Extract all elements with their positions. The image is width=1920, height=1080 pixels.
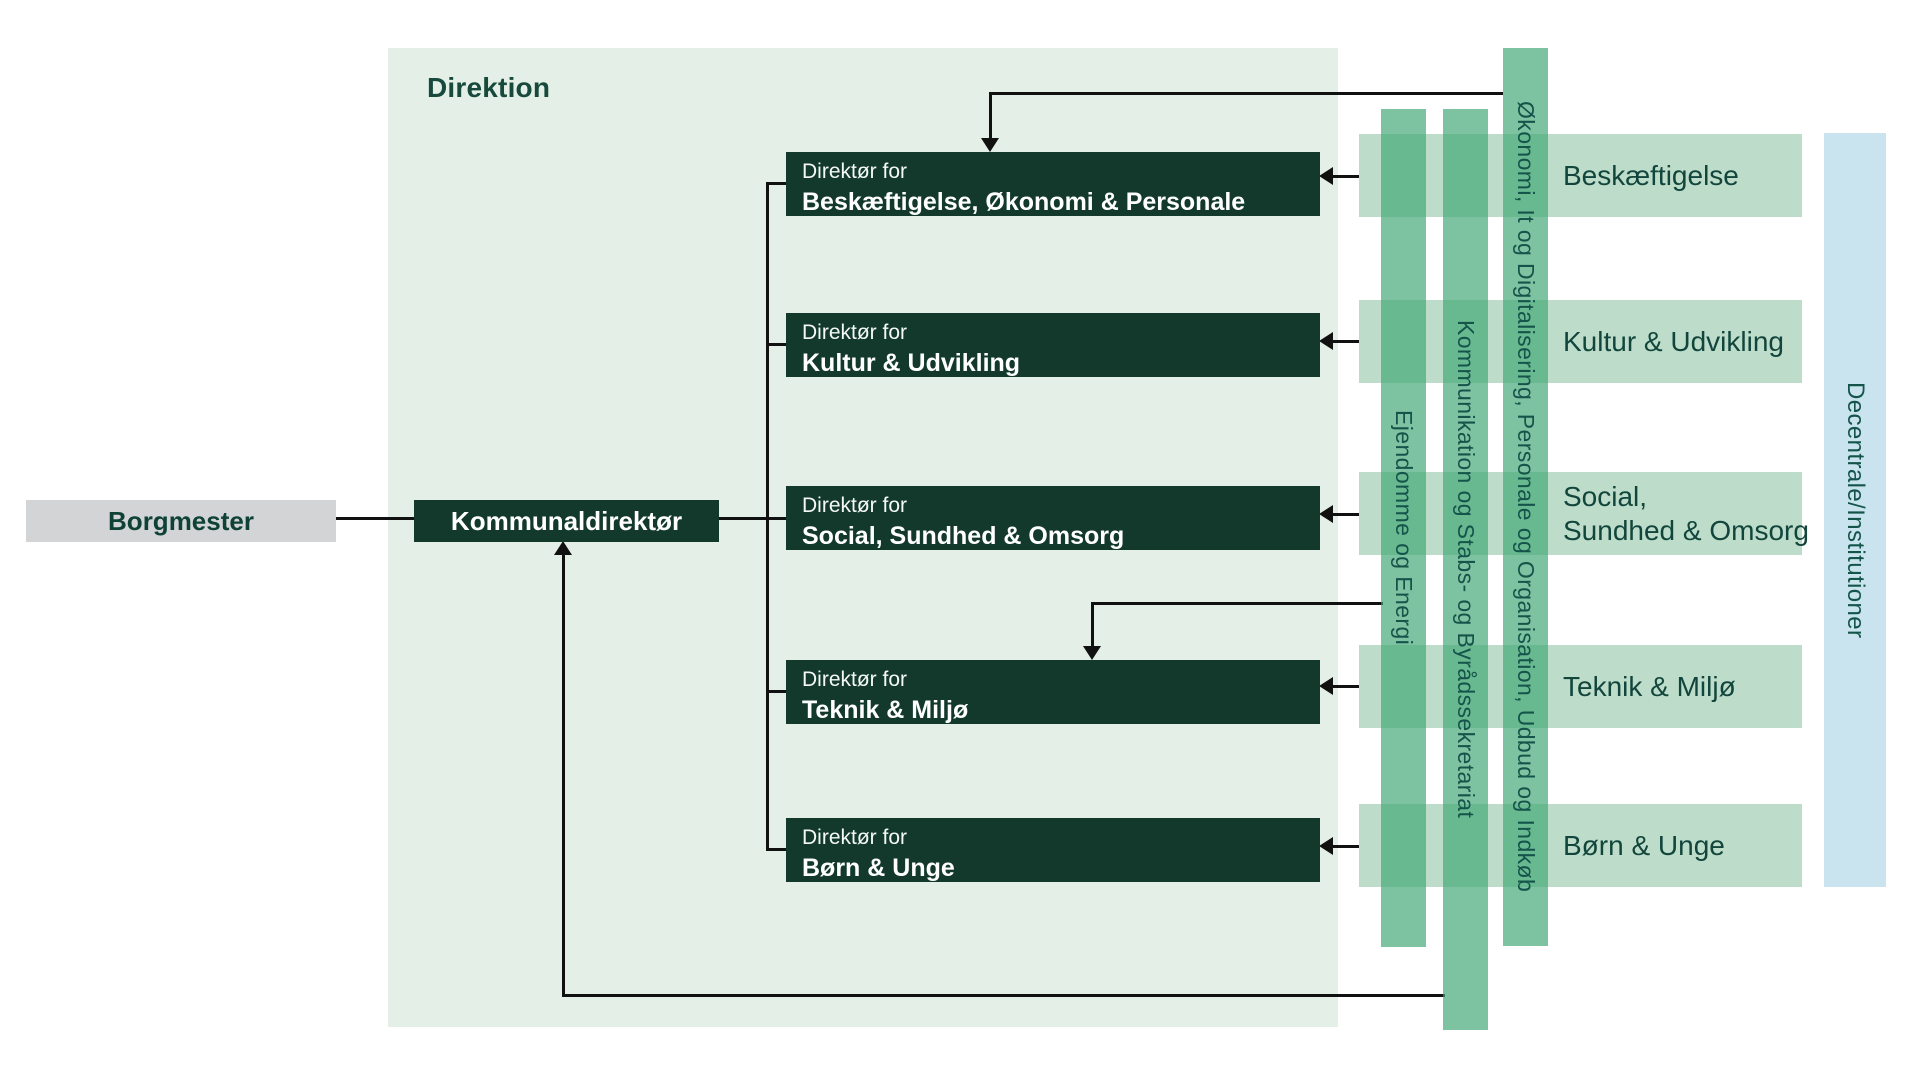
direktor-name: Børn & Unge bbox=[802, 853, 955, 882]
direktion-panel-title: Direktion bbox=[427, 72, 551, 103]
department-row-beskaeftigelse: Beskæftigelse bbox=[1359, 134, 1802, 217]
staff-bar-label: Økonomi, It og Digitalisering, Personale… bbox=[1513, 101, 1539, 893]
direktor-box-teknik: Direktør for Teknik & Miljø bbox=[786, 660, 1320, 724]
direktor-prefix: Direktør for bbox=[802, 826, 907, 849]
arrowhead-down-box4 bbox=[1083, 646, 1101, 660]
connector-borgmester-kommunaldirektor bbox=[336, 517, 414, 520]
direktor-name: Teknik & Miljø bbox=[802, 695, 969, 724]
direktor-prefix: Direktør for bbox=[802, 494, 907, 517]
department-row-teknik: Teknik & Miljø bbox=[1359, 645, 1802, 728]
decentrale-institutioner-bar: Decentrale/Institutioner bbox=[1824, 133, 1886, 887]
connector-kommunikation-h bbox=[562, 994, 1445, 997]
department-row-kultur: Kultur & Udvikling bbox=[1359, 300, 1802, 383]
direktor-box-social: Direktør for Social, Sundhed & Omsorg bbox=[786, 486, 1320, 550]
connector-spine bbox=[766, 182, 769, 851]
department-row-born-unge: Børn & Unge bbox=[1359, 804, 1802, 887]
direktor-box-kultur: Direktør for Kultur & Udvikling bbox=[786, 313, 1320, 377]
arrowhead-down-box1 bbox=[981, 138, 999, 152]
decentrale-label: Decentrale/Institutioner bbox=[1842, 381, 1869, 639]
direktor-name: Social, Sundhed & Omsorg bbox=[802, 521, 1125, 550]
connector-okonomibar-drop bbox=[989, 92, 992, 139]
direktor-box-born-unge: Direktør for Børn & Unge bbox=[786, 818, 1320, 882]
connector-row1 bbox=[1333, 175, 1359, 178]
borgmester-label: Borgmester bbox=[108, 505, 254, 536]
connector-stub-box5 bbox=[766, 848, 786, 851]
direktor-prefix: Direktør for bbox=[802, 321, 907, 344]
arrowhead-left-box2 bbox=[1319, 332, 1333, 350]
connector-kommunikation-v bbox=[562, 554, 565, 997]
department-label: Social, bbox=[1563, 481, 1648, 513]
staff-bar-okonomi-it-digitalisering: Økonomi, It og Digitalisering, Personale… bbox=[1503, 48, 1548, 946]
connector-row4 bbox=[1333, 685, 1359, 688]
arrowhead-up-kommunaldirektor bbox=[554, 541, 572, 555]
arrowhead-left-box3 bbox=[1319, 505, 1333, 523]
staff-bar-ejendomme-energi: Ejendomme og Energi bbox=[1381, 109, 1426, 947]
connector-okonomibar-top bbox=[990, 92, 1503, 95]
connector-ejendomme-h bbox=[1092, 602, 1383, 605]
staff-bar-label: Kommunikation og Stabs- og Byrådssekreta… bbox=[1453, 320, 1479, 819]
direktor-name: Beskæftigelse, Økonomi & Personale bbox=[802, 187, 1246, 216]
arrowhead-left-box4 bbox=[1319, 677, 1333, 695]
department-label: Beskæftigelse bbox=[1563, 159, 1739, 191]
direktor-prefix: Direktør for bbox=[802, 668, 907, 691]
department-label: Kultur & Udvikling bbox=[1563, 325, 1784, 357]
department-label: Børn & Unge bbox=[1563, 829, 1725, 861]
direktor-box-beskaeftigelse: Direktør for Beskæftigelse, Økonomi & Pe… bbox=[786, 152, 1320, 216]
direktor-name: Kultur & Udvikling bbox=[802, 348, 1021, 377]
connector-stub-box1 bbox=[766, 182, 786, 185]
department-label: Teknik & Miljø bbox=[1563, 670, 1736, 702]
arrowhead-left-box1 bbox=[1319, 167, 1333, 185]
borgmester-box: Borgmester bbox=[26, 500, 336, 542]
connector-row5 bbox=[1333, 845, 1359, 848]
connector-stub-box4 bbox=[766, 690, 786, 693]
kommunaldirektor-box: Kommunaldirektør bbox=[414, 500, 719, 542]
connector-kommunaldirektor-spine bbox=[719, 517, 786, 520]
department-label-2: Sundhed & Omsorg bbox=[1563, 514, 1809, 546]
connector-stub-box2 bbox=[766, 343, 786, 346]
staff-bar-kommunikation-sekretariat: Kommunikation og Stabs- og Byrådssekreta… bbox=[1443, 109, 1488, 1030]
connector-row2 bbox=[1333, 340, 1359, 343]
direktor-prefix: Direktør for bbox=[802, 160, 907, 183]
staff-bar-label: Ejendomme og Energi bbox=[1391, 410, 1417, 646]
connector-row3 bbox=[1333, 513, 1359, 516]
connector-ejendomme-drop bbox=[1091, 602, 1094, 647]
arrowhead-left-box5 bbox=[1319, 837, 1333, 855]
kommunaldirektor-label: Kommunaldirektør bbox=[450, 505, 683, 536]
department-row-social: Social,Sundhed & Omsorg bbox=[1359, 472, 1809, 555]
